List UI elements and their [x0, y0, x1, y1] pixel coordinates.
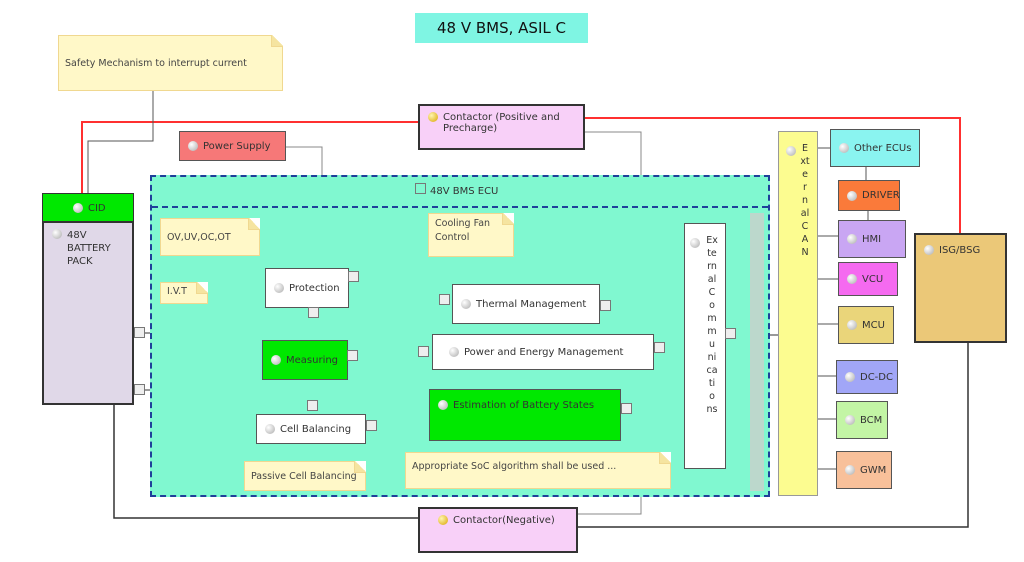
component-icon [438, 400, 448, 410]
component-icon [845, 465, 855, 475]
component-icon [847, 234, 857, 244]
cid-label: CID [88, 202, 106, 214]
component-icon [449, 347, 459, 357]
estimation-port[interactable] [621, 403, 632, 414]
power-supply-block[interactable]: Power Supply [179, 131, 286, 161]
ecu-label: BCM [860, 414, 883, 426]
contactor-negative-block[interactable]: Contactor(Negative) [418, 507, 578, 553]
neg-isg-line [578, 342, 969, 528]
note-safety-mechanism: Safety Mechanism to interrupt current [58, 35, 283, 91]
ecu-label: VCU [862, 273, 884, 285]
ecu-block-bcm[interactable]: BCM [836, 401, 888, 439]
cell-balancing-label: Cell Balancing [280, 423, 352, 435]
protection-label: Protection [289, 282, 340, 294]
isg-bsg-block[interactable]: ISG/BSG [914, 233, 1007, 343]
component-icon [786, 146, 796, 156]
component-icon [845, 415, 855, 425]
bms-ecu-title: 48V BMS ECU [430, 186, 499, 197]
battery-neg-line [113, 405, 418, 519]
diagram-title: 48 V BMS, ASIL C [415, 13, 588, 43]
ecu-block-hmi[interactable]: HMI [838, 220, 906, 258]
power-energy-port[interactable] [654, 342, 665, 353]
protection-port[interactable] [348, 271, 359, 282]
power-supply-label: Power Supply [203, 140, 271, 152]
bms-ecu-inner [152, 206, 768, 495]
component-icon [847, 320, 857, 330]
cid-block[interactable]: CID [42, 193, 134, 223]
ecu-label: GWM [860, 464, 887, 476]
measuring-block[interactable]: Measuring [262, 340, 348, 380]
ps-line [286, 146, 323, 175]
bms-ecu-label: 48V BMS ECU [415, 183, 498, 197]
note-cooling-fan: Cooling Fan Control [428, 213, 514, 257]
thermal-management-label: Thermal Management [476, 298, 587, 310]
ecu-block-other-ecus[interactable]: Other ECUs [830, 129, 920, 167]
component-icon [274, 283, 284, 293]
cell-balancing-port[interactable] [366, 420, 377, 431]
thermal-port[interactable] [600, 300, 611, 311]
note-ivt: I.V.T [160, 282, 208, 304]
component-icon [271, 355, 281, 365]
contactor-negative-label: Contactor(Negative) [453, 515, 555, 526]
isg-bsg-label: ISG/BSG [939, 245, 981, 256]
component-icon [265, 424, 275, 434]
power-line-left [81, 121, 418, 200]
protection-block[interactable]: Protection [265, 268, 349, 308]
ecu-label: MCU [862, 319, 885, 331]
component-icon [847, 274, 857, 284]
component-icon [847, 190, 857, 201]
component-icon [428, 112, 438, 122]
protection-port[interactable] [308, 307, 319, 318]
ecu-icon [415, 183, 426, 194]
ecu-label: DC-DC [860, 371, 893, 383]
ecu-label: Other ECUs [854, 142, 912, 154]
battery-port[interactable] [134, 327, 145, 338]
component-icon [188, 141, 198, 151]
power-energy-port[interactable] [418, 346, 429, 357]
battery-pack-block[interactable]: 48V BATTERY PACK [42, 221, 134, 405]
cell-balancing-block[interactable]: Cell Balancing [256, 414, 366, 444]
thermal-port[interactable] [439, 294, 450, 305]
ecu-label: HMI [862, 233, 882, 245]
power-line-right [585, 117, 961, 238]
measuring-label: Measuring [286, 354, 339, 366]
component-icon [73, 203, 83, 213]
thermal-management-block[interactable]: Thermal Management [452, 284, 600, 324]
estimation-block[interactable]: Estimation of Battery States [429, 389, 621, 441]
measuring-port[interactable] [347, 350, 358, 361]
power-energy-label: Power and Energy Management [464, 346, 624, 358]
note-ov-uv-oc-ot: OV,UV,OC,OT [160, 218, 260, 256]
ext-comm-port[interactable] [725, 328, 736, 339]
contactor-positive-block[interactable]: Contactor (Positive and Precharge) [418, 104, 585, 150]
battery-pack-label: 48V BATTERY PACK [67, 230, 111, 267]
ecu-label: DRIVER [862, 190, 900, 201]
battery-port[interactable] [134, 384, 145, 395]
component-icon [461, 299, 471, 309]
ecu-block-driver[interactable]: DRIVER [838, 180, 900, 211]
component-icon [845, 372, 855, 382]
measuring-port[interactable] [307, 400, 318, 411]
component-icon [52, 229, 62, 239]
ecu-block-vcu[interactable]: VCU [838, 262, 898, 296]
component-icon [690, 238, 700, 248]
note-soc-algorithm: Appropriate SoC algorithm shall be used … [405, 452, 671, 489]
component-icon [924, 245, 934, 255]
scrollbar[interactable] [750, 213, 764, 491]
power-energy-block[interactable]: Power and Energy Management [432, 334, 654, 370]
ecu-block-dc-dc[interactable]: DC-DC [836, 360, 898, 394]
estimation-label: Estimation of Battery States [453, 400, 595, 411]
component-icon [438, 515, 448, 525]
component-icon [839, 143, 849, 153]
ecu-block-gwm[interactable]: GWM [836, 451, 892, 489]
note-passive-balancing: Passive Cell Balancing [244, 461, 366, 491]
contactor-positive-label: Contactor (Positive and Precharge) [443, 112, 560, 134]
note-line [87, 90, 154, 195]
ecu-block-mcu[interactable]: MCU [838, 306, 894, 344]
